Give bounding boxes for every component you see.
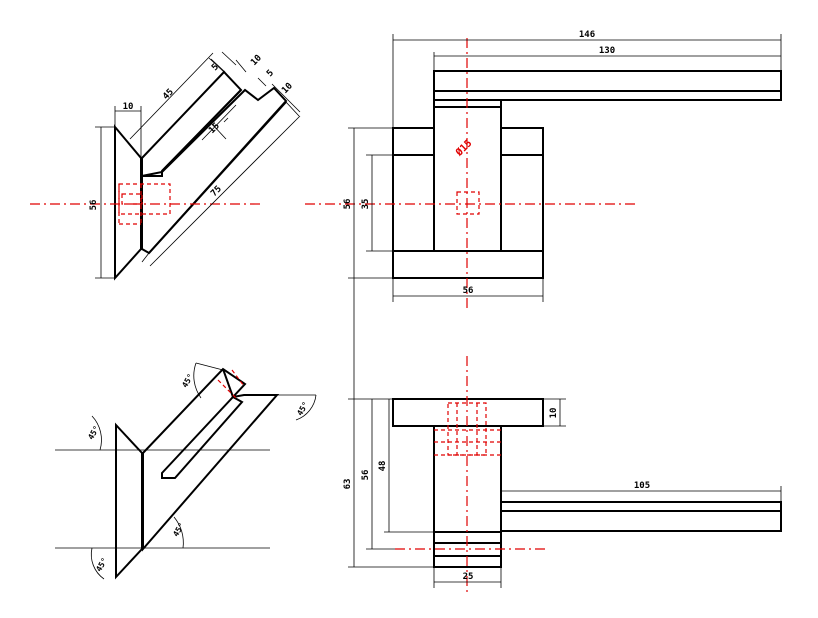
- slot-2: [161, 395, 244, 479]
- dim-line-75: [149, 115, 301, 267]
- dim-text-56-horizontal: 56: [463, 286, 474, 296]
- dim-line-5: [221, 51, 237, 66]
- angle-arc-2: [90, 547, 105, 580]
- top-right-view: Ø15 146 130 56 35 56: [305, 30, 782, 310]
- arm-bottom: [500, 501, 782, 532]
- top-flange: [392, 398, 544, 427]
- dim-text-63: 63: [343, 479, 353, 490]
- angle-text-5: 45°: [295, 400, 310, 417]
- ext-line: [210, 58, 226, 73]
- angle-text-3: 45°: [171, 521, 186, 538]
- ext-line: [257, 77, 267, 87]
- ext-line: [223, 117, 229, 123]
- hidden-hole-inner: [121, 193, 143, 205]
- dim-text-10-right: 10: [549, 408, 559, 419]
- dim-line-15: [211, 123, 227, 140]
- dim-line-45: [129, 52, 214, 140]
- arm-outer: [433, 70, 782, 101]
- dim-text-56-bottom: 56: [361, 470, 371, 481]
- ext-line: [201, 104, 237, 141]
- dim-text-5-b: 5: [265, 68, 276, 79]
- hidden-square: [456, 191, 480, 215]
- hidden-hole-outer: [118, 183, 171, 215]
- dim-text-130: 130: [599, 46, 615, 56]
- ext-line: [141, 252, 150, 263]
- inner-arm-edge: [161, 89, 242, 172]
- dim-text-48: 48: [378, 461, 388, 472]
- hidden-bore: [447, 402, 487, 456]
- dim-text-56-top: 56: [343, 199, 353, 210]
- angle-arc-1: [91, 415, 102, 451]
- dim-text-146: 146: [579, 30, 595, 40]
- bottom-right-view: 105 10 63 56 48 25: [343, 278, 782, 592]
- angle-arc-3: [173, 516, 184, 549]
- ext-line: [208, 57, 225, 73]
- tab-edge: [222, 368, 234, 398]
- dim-text-105: 105: [634, 481, 650, 491]
- dim-text-10: 10: [123, 102, 134, 112]
- dim-text-10-a: 10: [249, 53, 264, 68]
- dim-text-75: 75: [209, 184, 224, 199]
- angle-text-4: 45°: [180, 372, 195, 389]
- inner-arm: [141, 70, 243, 177]
- outer-arm: [141, 86, 288, 255]
- bottom-left-view: 45° 45° 45° 45° 45°: [55, 362, 317, 580]
- hidden-tab-line: [217, 379, 237, 399]
- dim-text-45: 45: [161, 87, 176, 102]
- ref-line-tab: [195, 362, 224, 371]
- angle-arc-4: [193, 362, 202, 399]
- triangle-base-2: [115, 422, 143, 580]
- arm-outline-2: [142, 367, 280, 552]
- dim-text-25: 25: [463, 572, 474, 582]
- ext-line: [235, 59, 247, 73]
- outer-arm-edge: [148, 101, 287, 254]
- hidden-tab-line-2: [231, 369, 245, 387]
- ext-line: [285, 101, 300, 117]
- ext-line: [271, 83, 301, 113]
- dim-text-35: 35: [361, 199, 371, 210]
- angle-text-2: 45°: [94, 556, 109, 573]
- dim-text-56-left: 56: [89, 200, 99, 211]
- dim-text-5-a: 5: [210, 62, 221, 73]
- angle-arc-5: [295, 394, 317, 421]
- top-left-view: 56 10 45 5 10 5 10 15 75: [30, 51, 301, 281]
- dim-text-10-b: 10: [280, 81, 295, 96]
